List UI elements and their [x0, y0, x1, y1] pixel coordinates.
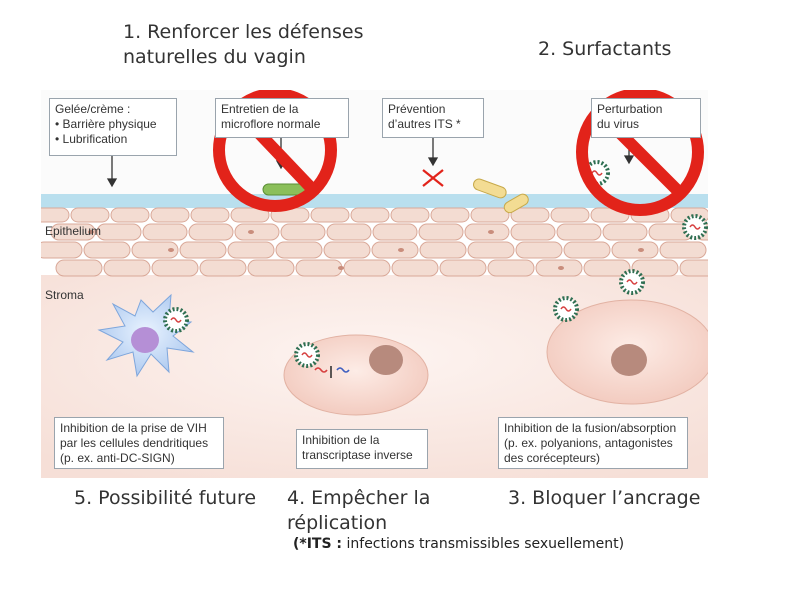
- epithelium-cells: [30, 207, 740, 277]
- footnote-text: infections transmissibles sexuellement): [342, 536, 625, 552]
- flora-line2: microflore normale: [221, 117, 321, 131]
- flora-line1: Entretien de la: [221, 102, 299, 116]
- surf-line2: du virus: [597, 117, 640, 131]
- dc-line3: (p. ex. anti-DC-SIGN): [60, 451, 175, 465]
- virus-icon: [163, 160, 708, 368]
- fusion-line3: des corécepteurs): [504, 451, 601, 465]
- heading-prevent-replication: 4. Empêcher la réplication: [287, 487, 431, 534]
- cell-nucleus: [369, 345, 403, 375]
- gel-cream-label: Gelée/crème : • Barrière physique • Lubr…: [49, 98, 177, 156]
- gel-layer: [41, 194, 708, 208]
- cell-nucleus: [611, 344, 647, 376]
- epithelium-nuclei: [88, 230, 644, 270]
- footnote: (*ITS : infections transmissibles sexuel…: [293, 536, 624, 552]
- gel-title: Gelée/crème :: [55, 102, 131, 116]
- heading-block-anchoring: 3. Bloquer l’ancrage: [508, 487, 701, 509]
- dc-line1: Inhibition de la prise de VIH: [60, 421, 207, 435]
- footnote-star: *: [456, 117, 461, 131]
- surfactant-label: Perturbation du virus: [591, 98, 701, 138]
- heading-future-possibility: 5. Possibilité future: [74, 487, 257, 509]
- rt-line1: Inhibition de la: [302, 433, 380, 447]
- stroma-label: Stroma: [45, 288, 84, 302]
- footnote-marker: (*ITS :: [293, 536, 343, 552]
- gel-item-barrier: • Barrière physique: [55, 117, 157, 131]
- prevention-line1: Prévention: [388, 102, 446, 116]
- tissue-illustration: [30, 88, 740, 478]
- heading-strengthen-defenses: 1. Renforcer les défenses naturelles du …: [123, 21, 364, 68]
- rt-line2: transcriptase inverse: [302, 448, 413, 462]
- heading-surfactants: 2. Surfactants: [538, 38, 672, 60]
- prevention-label: Prévention d’autres ITS *: [382, 98, 484, 138]
- reverse-transcriptase-icon: [314, 366, 350, 378]
- gel-item-lubrication: • Lubrification: [55, 132, 128, 146]
- prevention-line2: d’autres ITS: [388, 117, 453, 131]
- dendritic-inhibition-label: Inhibition de la prise de VIH par les ce…: [54, 417, 224, 469]
- microflora-label: Entretien de la microflore normale: [215, 98, 349, 138]
- epithelium-label: Epithelium: [45, 224, 102, 238]
- rt-inhibition-label: Inhibition de la transcriptase inverse: [296, 429, 428, 469]
- fusion-inhibition-label: Inhibition de la fusion/absorption (p. e…: [498, 417, 688, 469]
- hiv-prevention-diagram: Gelée/crème : • Barrière physique • Lubr…: [30, 88, 740, 478]
- fusion-line1: Inhibition de la fusion/absorption: [504, 421, 677, 435]
- cross-mark-icon: [422, 169, 444, 187]
- dc-line2: par les cellules dendritiques: [60, 436, 209, 450]
- fusion-line2: (p. ex. polyanions, antagonistes: [504, 436, 673, 450]
- bacteria-icon: [473, 178, 529, 214]
- surf-line1: Perturbation: [597, 102, 663, 116]
